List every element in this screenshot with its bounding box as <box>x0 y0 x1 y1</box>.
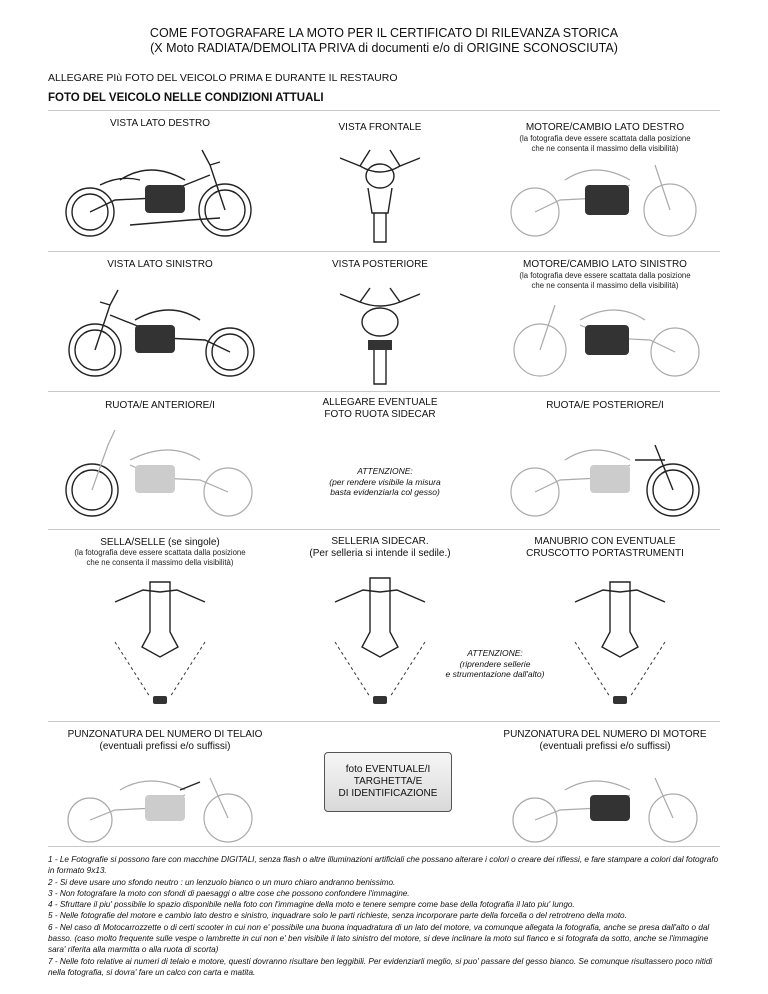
label-engine-number-sub: (eventuali prefissi e/o suffissi) <box>539 741 671 752</box>
label-front-view: VISTA FRONTALE <box>338 122 422 133</box>
motorcycle-right-side-illustration <box>65 149 252 237</box>
title-line-1: COME FOTOGRAFARE LA MOTO PER IL CERTIFIC… <box>149 26 619 40</box>
motorcycle-front-view-illustration <box>339 149 421 243</box>
handlebar-top-view-illustration <box>574 581 666 704</box>
label-handlebar-dashboard: MANUBRIO CON EVENTUALE CRUSCOTTO PORTAST… <box>526 536 684 559</box>
divider <box>48 110 720 111</box>
photo-position-note: (la fotografia deve essere scattata dall… <box>519 271 691 290</box>
label-sidecar-upholstery: SELLERIA SIDECAR. (Per selleria si inten… <box>309 536 451 559</box>
title-line-2: (X Moto RADIATA/DEMOLITA PRIVA di docume… <box>150 41 618 55</box>
footnote-4: 4 - Sfruttare il piu' possibile lo spazi… <box>48 900 575 910</box>
engine-right-side-illustration <box>510 164 697 237</box>
footnote-3: 3 - Non fotografare la moto con sfondi d… <box>48 888 410 898</box>
document-title: COME FOTOGRAFARE LA MOTO PER IL CERTIFIC… <box>0 26 768 56</box>
attention-chalk-note: ATTENZIONE: (per rendere visibile la mis… <box>329 466 441 497</box>
footnote-7: 7 - Nelle foto relative ai numeri di tel… <box>48 956 713 977</box>
divider <box>48 391 720 392</box>
label-front-wheel: RUOTA/E ANTERIORE/I <box>105 400 215 411</box>
engine-number-illustration <box>512 777 698 843</box>
front-wheel-illustration <box>65 429 253 517</box>
footnote-6: 6 - Nel caso di Motocarrozzette o di cer… <box>48 922 710 955</box>
footnote-1: 1 - Le Fotografie si possono fare con ma… <box>48 855 719 876</box>
photo-position-note: (la fotografia deve essere scattata dall… <box>519 134 691 153</box>
label-right-side-view: VISTA LATO DESTRO <box>109 118 211 129</box>
seat-top-view-illustration <box>114 581 206 704</box>
label-engine-right: MOTORE/CAMBIO LATO DESTRO <box>525 122 685 133</box>
label-frame-number: PUNZONATURA DEL NUMERO DI TELAIO <box>67 729 263 740</box>
divider <box>48 846 720 847</box>
label-rear-wheel: RUOTA/E POSTERIORE/I <box>546 400 664 411</box>
label-left-side-view: VISTA LATO SINISTRO <box>107 259 213 270</box>
label-rear-view: VISTA POSTERIORE <box>332 259 428 270</box>
label-engine-number: PUNZONATURA DEL NUMERO DI MOTORE <box>503 729 707 740</box>
label-seat: SELLA/SELLE (se singole) <box>100 537 220 548</box>
sidecar-seat-top-view-illustration <box>334 577 426 704</box>
motorcycle-rear-view-illustration <box>339 287 421 385</box>
section-title: FOTO DEL VEICOLO NELLE CONDIZIONI ATTUAL… <box>48 92 324 104</box>
photo-position-note: (la fotografia deve essere scattata dall… <box>74 548 246 567</box>
footnote-2: 2 - Si deve usare uno sfondo neutro : un… <box>48 877 396 887</box>
rear-wheel-illustration <box>510 444 700 517</box>
engine-left-side-illustration <box>513 304 700 377</box>
footnotes: 1 - Le Fotografie si possono fare con ma… <box>48 854 724 978</box>
id-plate-box: foto EVENTUALE/I TARGHETTA/E DI IDENTIFI… <box>324 752 452 812</box>
divider <box>48 251 720 252</box>
label-frame-number-sub: (eventuali prefissi e/o suffissi) <box>99 741 231 752</box>
attach-note: ALLEGARE PIù FOTO DEL VEICOLO PRIMA E DU… <box>48 72 398 84</box>
frame-number-illustration <box>67 777 253 843</box>
divider <box>48 529 720 530</box>
label-engine-left: MOTORE/CAMBIO LATO SINISTRO <box>523 259 687 270</box>
motorcycle-left-side-illustration <box>68 289 255 377</box>
attention-top-view-note: ATTENZIONE: (riprendere sellerie e strum… <box>445 648 545 679</box>
label-sidecar-wheel: ALLEGARE EVENTUALE FOTO RUOTA SIDECAR <box>322 397 438 420</box>
divider <box>48 721 720 722</box>
footnote-5: 5 - Nelle fotografie del motore e cambio… <box>48 911 627 921</box>
